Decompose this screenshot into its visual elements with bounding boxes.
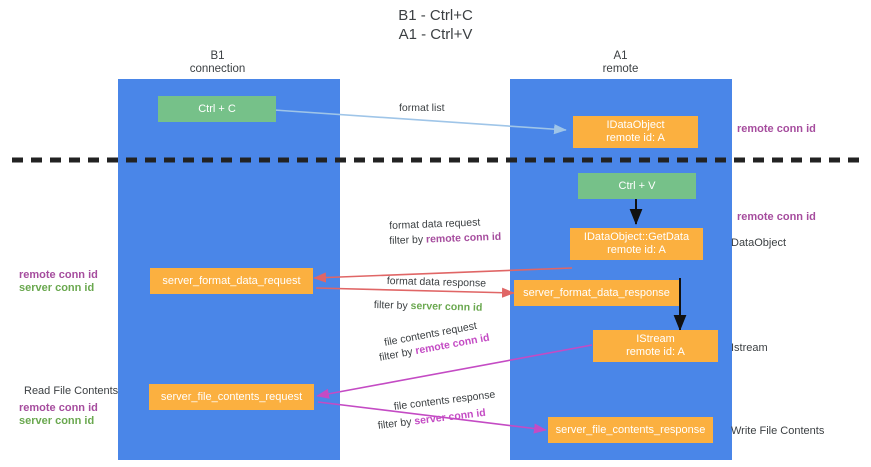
annotation-remote-conn-id-top: remote conn id (737, 123, 816, 135)
box-server-format-data-request[interactable]: server_format_data_request (150, 268, 313, 294)
box-ctrl-v[interactable]: Ctrl + V (578, 173, 696, 199)
box-idataobject-getdata[interactable]: IDataObject::GetData remote id: A (570, 228, 703, 260)
filter-key-remote-conn-id: remote conn id (425, 230, 502, 246)
edge-label-format-data-request-text: format data request (389, 216, 481, 232)
edge-label-format-data-response-filter: filter by server conn id (374, 298, 483, 315)
annotation-left-server-conn-id: server conn id (19, 282, 95, 294)
filter-prefix: filter by (389, 233, 427, 247)
edge-label-format-data-response: format data response (387, 274, 487, 291)
box-server-file-contents-request[interactable]: server_file_contents_request (149, 384, 314, 410)
box-ctrl-c[interactable]: Ctrl + C (158, 96, 276, 122)
box-server-format-data-response[interactable]: server_format_data_response (514, 280, 679, 306)
arrow-file-contents-response (317, 401, 547, 434)
edge-label-format-list: format list (399, 102, 445, 114)
arrow-format-data-request (313, 267, 573, 283)
page-title: B1 - Ctrl+C A1 - Ctrl+V (398, 7, 473, 43)
lane-header-a1: A1 remote (602, 50, 639, 75)
annotation-istream: Istream (731, 342, 768, 354)
annotation-left-remote-conn-id: remote conn id (19, 269, 98, 281)
filter-key-server-conn-id: server conn id (410, 299, 483, 314)
box-server-file-contents-response[interactable]: server_file_contents_response (548, 417, 713, 443)
box-istream[interactable]: IStream remote id: A (593, 330, 718, 362)
filter-prefix: filter by (373, 298, 411, 312)
annotation-left-remote-conn-id-2: remote conn id (19, 402, 98, 414)
arrow-file-contents-request (316, 344, 593, 399)
arrow-format-list (273, 109, 567, 135)
annotation-remote-conn-id-mid: remote conn id (737, 211, 816, 223)
edge-label-format-data-response-text: format data response (386, 274, 487, 290)
annotation-dataobject: DataObject (731, 237, 787, 249)
lane-header-b1: B1 connection (189, 50, 246, 75)
annotation-read-file-contents: Read File Contents (24, 385, 119, 397)
arrow-format-data-response (315, 287, 515, 298)
box-idataobject[interactable]: IDataObject remote id: A (573, 116, 698, 148)
annotation-write-file-contents: Write File Contents (731, 425, 825, 437)
annotation-left-server-conn-id-2: server conn id (19, 415, 95, 427)
